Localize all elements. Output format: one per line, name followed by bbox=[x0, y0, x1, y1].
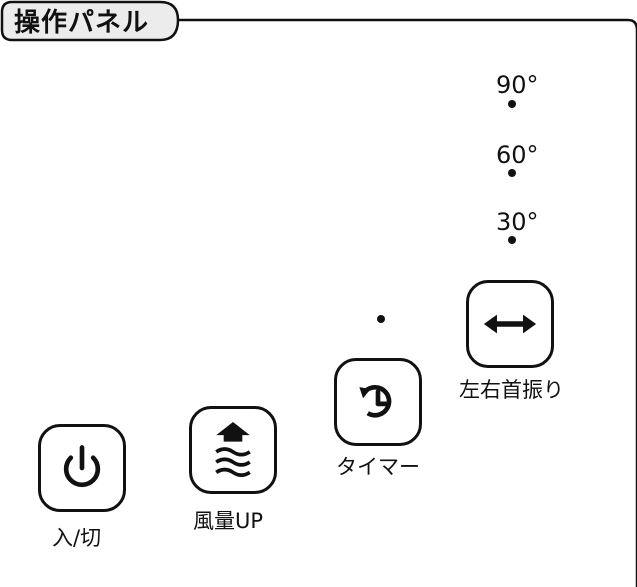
power-icon bbox=[63, 445, 101, 488]
angle-label-90: 90° bbox=[496, 71, 539, 99]
angle-label-30: 30° bbox=[496, 208, 539, 236]
power-button-label: 入/切 bbox=[52, 526, 102, 550]
timer-button[interactable] bbox=[334, 358, 422, 446]
angle-label-60: 60° bbox=[496, 141, 539, 169]
timer-icon bbox=[359, 384, 392, 418]
swing-button-label: 左右首振り bbox=[459, 378, 564, 402]
swing-button[interactable] bbox=[466, 280, 554, 368]
angle-indicator-30 bbox=[508, 236, 516, 244]
swing-icon bbox=[483, 314, 537, 334]
panel-title: 操作パネル bbox=[14, 8, 150, 38]
fan-up-button[interactable] bbox=[189, 406, 277, 494]
power-button[interactable] bbox=[38, 424, 126, 512]
timer-indicator bbox=[377, 315, 385, 323]
fan-up-button-label: 風量UP bbox=[193, 509, 264, 533]
fan-up-icon bbox=[215, 422, 251, 478]
angle-indicator-60 bbox=[508, 169, 516, 177]
timer-button-label: タイマー bbox=[336, 455, 420, 479]
angle-indicator-90 bbox=[508, 100, 516, 108]
